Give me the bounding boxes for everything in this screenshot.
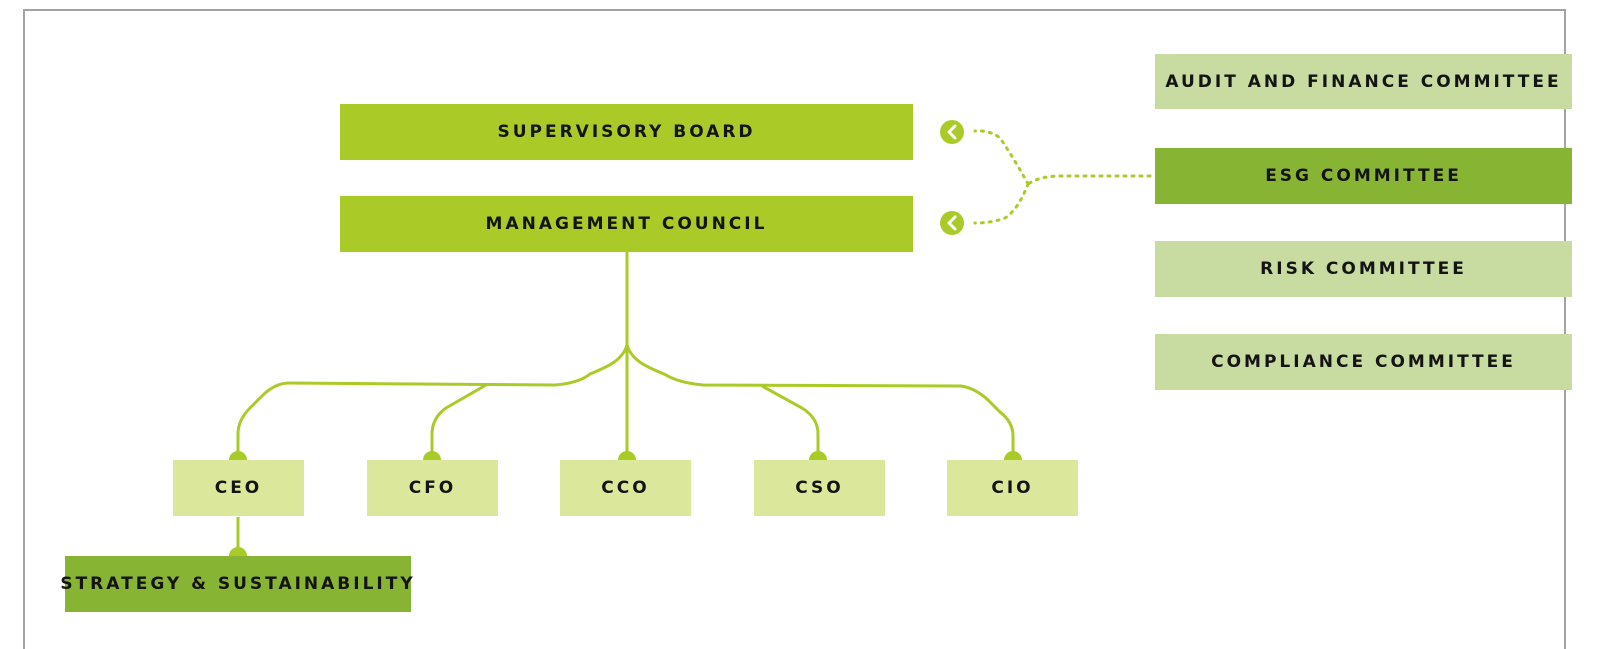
dot-cio bbox=[1004, 451, 1022, 460]
esg-dotted-links bbox=[973, 129, 1152, 225]
connector-cso bbox=[761, 384, 820, 456]
dot-ceo bbox=[229, 451, 247, 460]
connector-cfo bbox=[430, 383, 487, 456]
cso-box: CSO bbox=[754, 460, 885, 516]
supervisory-board-box: SUPERVISORY BOARD bbox=[340, 104, 913, 160]
dot-strategy bbox=[229, 547, 247, 556]
connector-cio bbox=[625, 344, 1015, 456]
ceo-box: CEO bbox=[173, 460, 304, 516]
management-council-box: MANAGEMENT COUNCIL bbox=[340, 196, 913, 252]
cco-box: CCO bbox=[560, 460, 691, 516]
dot-cfo bbox=[423, 451, 441, 460]
dot-cso bbox=[809, 451, 827, 460]
connector-dots bbox=[229, 451, 1022, 556]
compliance-committee-box: COMPLIANCE COMMITTEE bbox=[1155, 334, 1572, 390]
arrow-circle-management bbox=[940, 211, 964, 235]
connector-ceo bbox=[236, 344, 629, 456]
dot-cco bbox=[618, 451, 636, 460]
arrow-circle-supervisory bbox=[940, 120, 964, 144]
cio-box: CIO bbox=[947, 460, 1078, 516]
strategy-sustainability-box: STRATEGY & SUSTAINABILITY bbox=[60, 556, 413, 612]
cfo-box: CFO bbox=[367, 460, 498, 516]
esg-committee-box: ESG COMMITTEE bbox=[1155, 148, 1572, 204]
risk-committee-box: RISK COMMITTEE bbox=[1155, 241, 1572, 297]
audit-finance-committee-box: AUDIT AND FINANCE COMMITTEE bbox=[1155, 54, 1572, 109]
